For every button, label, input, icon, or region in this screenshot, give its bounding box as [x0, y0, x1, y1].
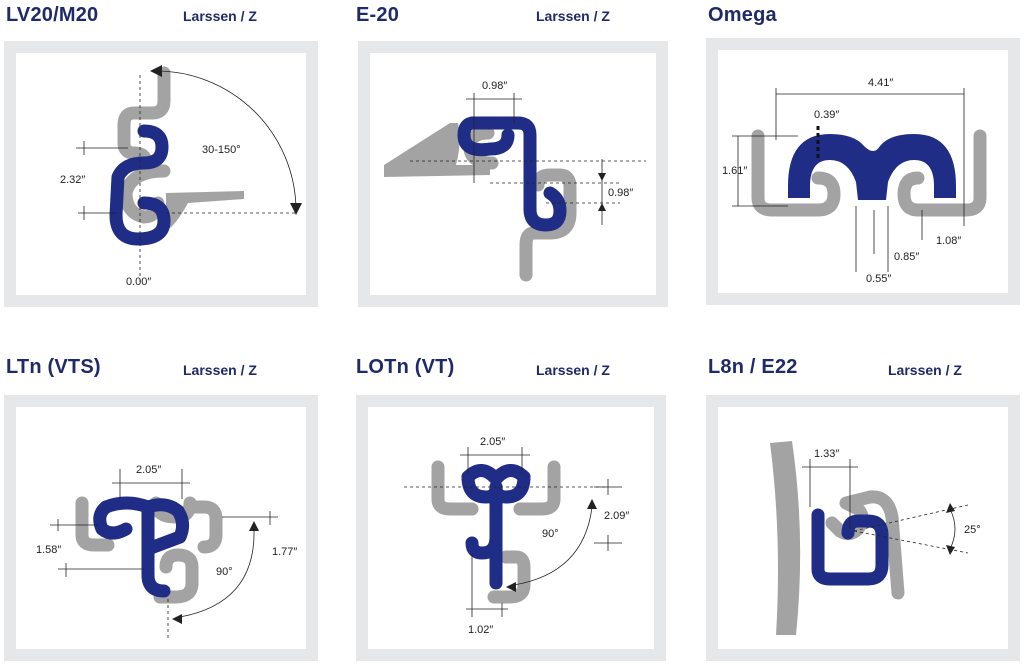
dim-width: 0.98″ [482, 80, 507, 92]
profile-diagram-omega: 4.41″ 0.39″ 1.61″ 0.55″ 0.85″ 1.08″ [722, 77, 987, 285]
dim-width: 2.05″ [136, 464, 161, 476]
profile-title-l8n: L8n / E22 [708, 356, 798, 378]
dim-left: 1.58″ [36, 544, 61, 556]
profile-panel-e20: 0.98″ 0.98″ [358, 41, 668, 307]
profile-subtitle-lotn: Larssen / Z [536, 362, 610, 378]
profile-panel-lv20: 30-150° 2.32″ 0.00″ [4, 41, 318, 307]
profile-title-e20: E-20 [356, 4, 400, 26]
profile-subtitle-ltn: Larssen / Z [183, 362, 257, 378]
profile-title-omega: Omega [708, 4, 777, 26]
profile-diagram-lv20: 30-150° 2.32″ 0.00″ [60, 65, 302, 288]
profile-subtitle-lv20: Larssen / Z [183, 8, 257, 24]
dim-right: 2.09″ [604, 510, 629, 522]
profile-title-lotn: LOTn (VT) [356, 356, 455, 378]
grey-wall-shape [770, 441, 801, 635]
dim-width: 2.05″ [480, 436, 505, 448]
profile-panel-omega: 4.41″ 0.39″ 1.61″ 0.55″ 0.85″ 1.08″ [706, 38, 1020, 305]
profile-panel-l8n: 1.33″ 25° [706, 395, 1020, 661]
profile-diagram-ltn: 2.05″ 1.58″ 1.77″ 90° [36, 464, 297, 641]
dim-angle: 25° [964, 524, 981, 536]
dim-right: 1.77″ [272, 546, 297, 558]
dim-side: 1.08″ [936, 235, 961, 247]
dim-width: 1.33″ [814, 448, 839, 460]
profile-diagram-e20: 0.98″ 0.98″ [384, 80, 646, 282]
profile-diagram-lotn: 2.05″ 2.09″ 90° 1.02″ [404, 436, 629, 636]
profile-title-ltn: LTn (VTS) [6, 356, 101, 378]
dim-angle: 90° [542, 528, 559, 540]
dim-gap: 0.55″ [866, 273, 891, 285]
dim-offset: 0.00″ [126, 276, 151, 288]
profile-subtitle-l8n: Larssen / Z [888, 362, 962, 378]
dim-height: 0.98″ [608, 187, 633, 199]
dim-width: 4.41″ [868, 77, 893, 89]
dim-bottom: 1.02″ [468, 624, 493, 636]
flange-shape [166, 191, 244, 231]
dim-mid: 0.85″ [894, 251, 919, 263]
dim-angle: 30-150° [202, 144, 241, 156]
dim-top: 0.39″ [814, 109, 839, 121]
profile-subtitle-e20: Larssen / Z [536, 8, 610, 24]
wedge-shape [384, 123, 490, 177]
profile-panel-lotn: 2.05″ 2.09″ 90° 1.02″ [356, 395, 666, 661]
dim-height: 2.32″ [60, 174, 85, 186]
omega-shape [788, 134, 956, 200]
profile-diagram-l8n: 1.33″ 25° [770, 441, 981, 635]
profile-panel-ltn: 2.05″ 1.58″ 1.77″ 90° [4, 395, 318, 661]
dim-height: 1.61″ [722, 165, 747, 177]
profile-title-lv20: LV20/M20 [6, 4, 99, 26]
dim-angle: 90° [216, 566, 233, 578]
